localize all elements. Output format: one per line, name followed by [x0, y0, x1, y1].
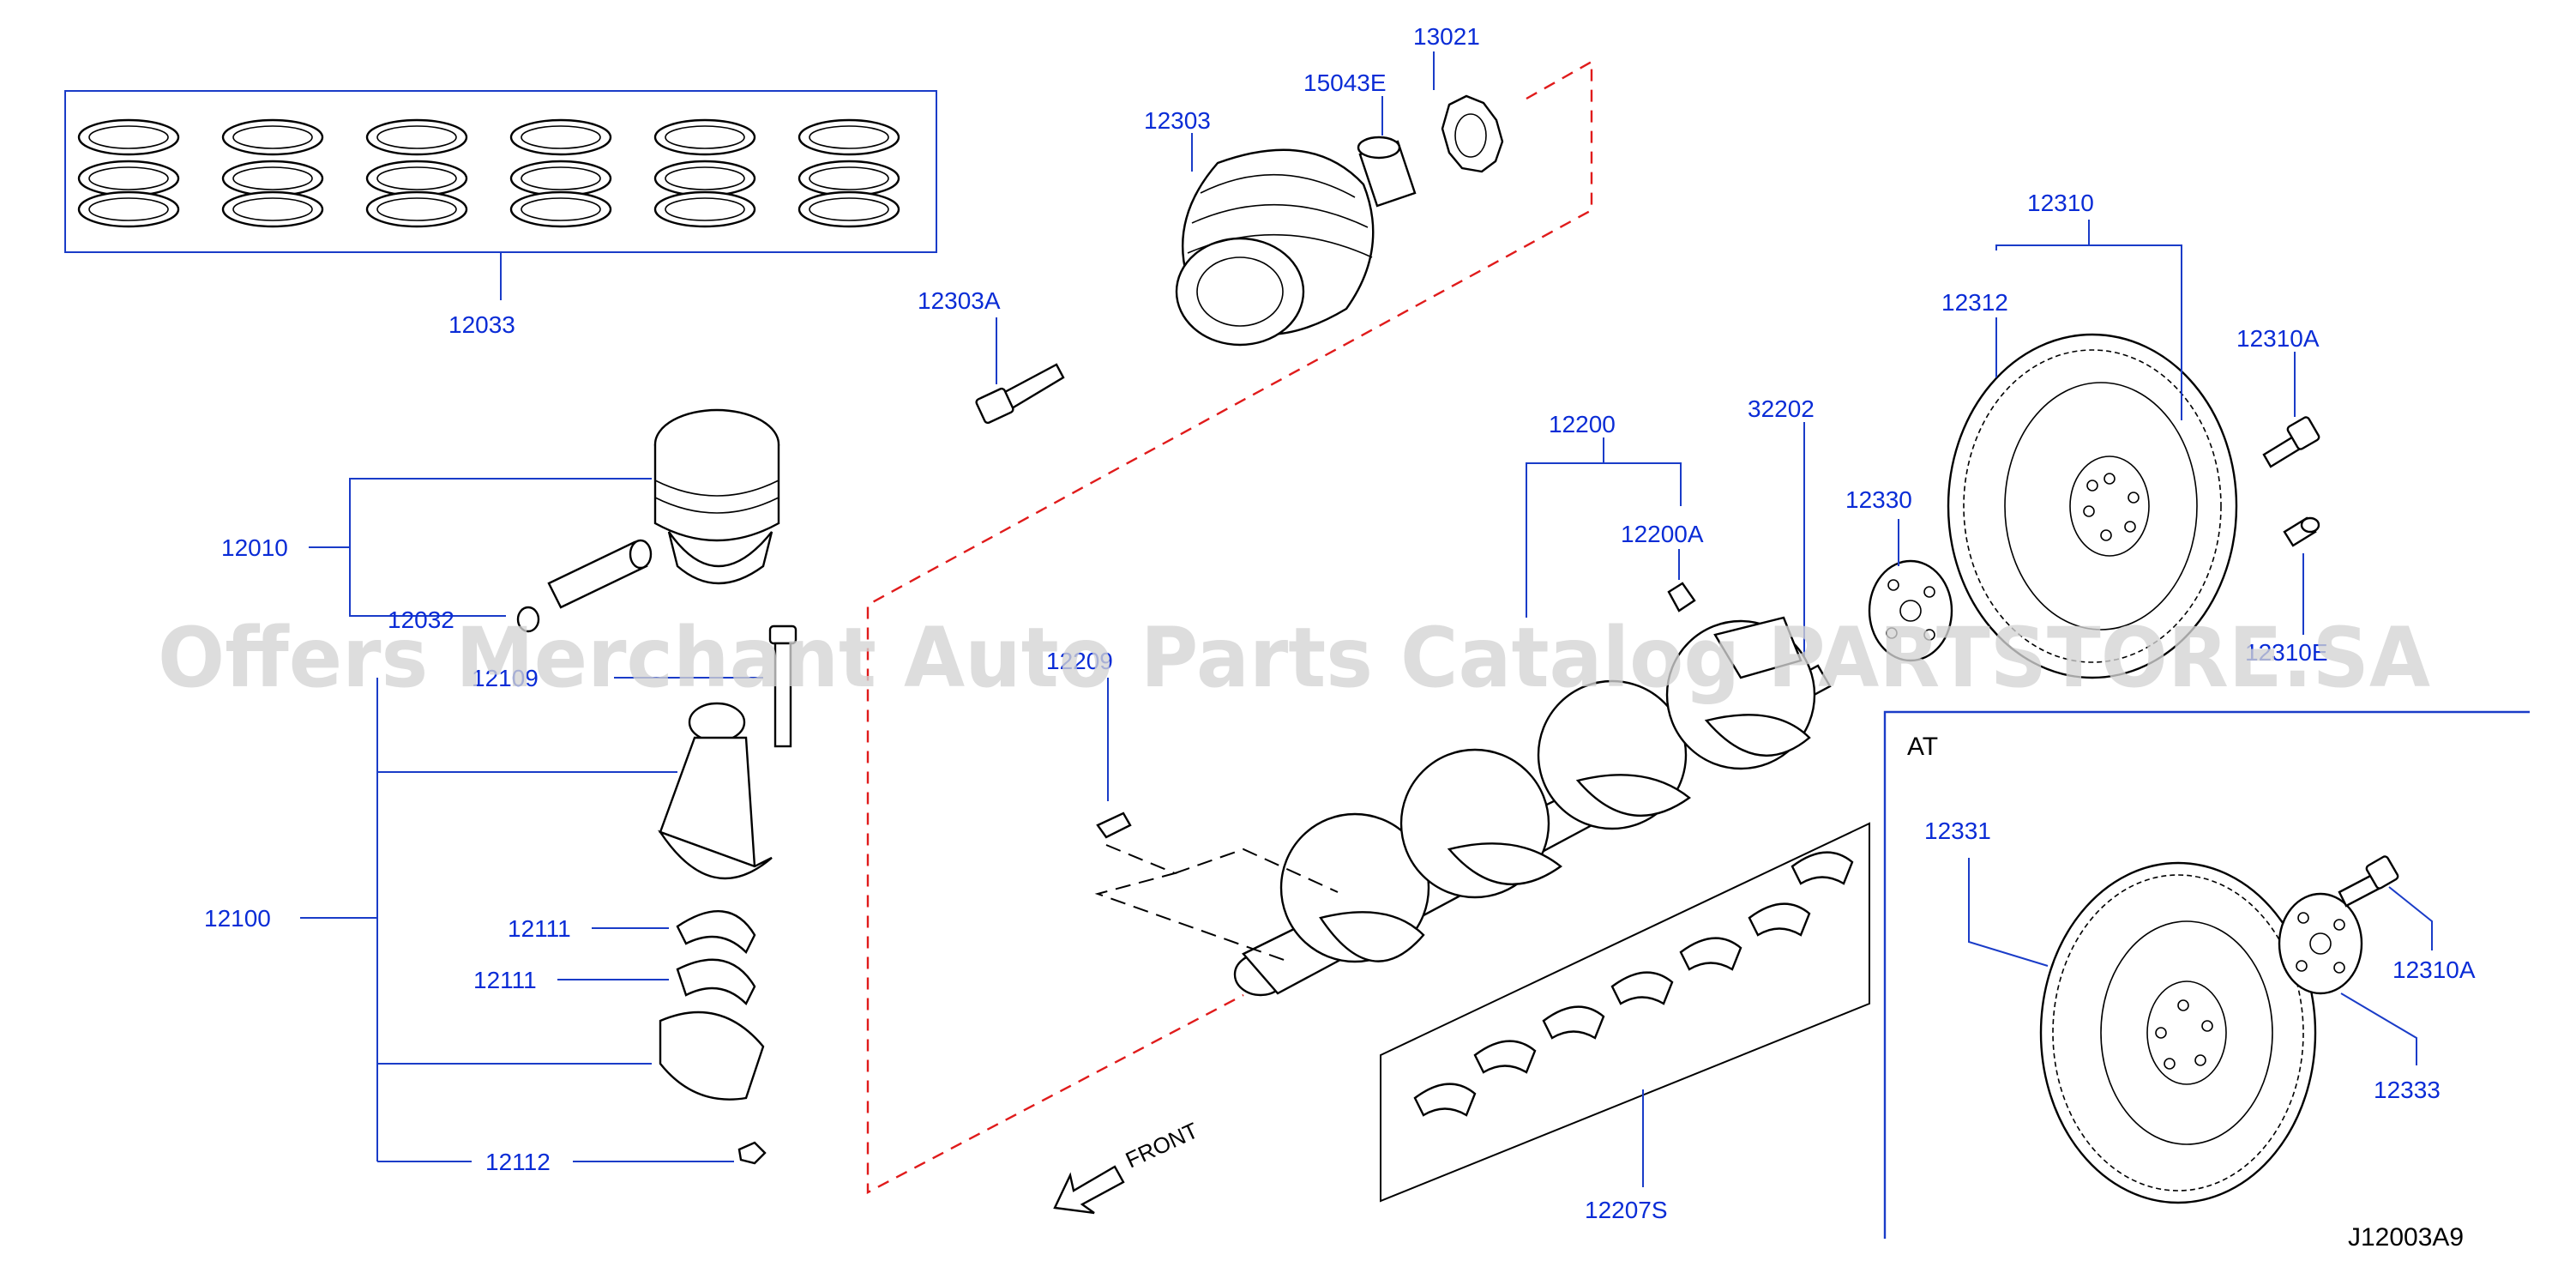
rod-nut-12112[interactable]	[737, 1141, 767, 1165]
callout-12310[interactable]: 12310	[2027, 190, 2094, 216]
callout-12312[interactable]: 12312	[1941, 289, 2008, 316]
reinforcement-plate-12333[interactable]	[2278, 892, 2363, 995]
main-bearing-set-12207S[interactable]	[1380, 822, 1870, 1203]
callout-12111-upper[interactable]: 12111	[508, 915, 571, 942]
drive-plate-bolt-12310A[interactable]	[2338, 855, 2399, 908]
pulley-bolt-12303A[interactable]	[975, 363, 1065, 425]
rod-bearing-12111-lower[interactable]	[676, 958, 756, 1006]
front-label: FRONT	[1122, 1117, 1202, 1173]
callout-12310E[interactable]: 12310E	[2245, 639, 2328, 666]
crank-pulley-12303[interactable]	[1175, 148, 1375, 347]
callout-12112[interactable]: 12112	[485, 1149, 551, 1175]
rod-bearing-12111-upper[interactable]	[676, 910, 756, 955]
piston-12010[interactable]	[653, 408, 780, 585]
crankshaft-12200[interactable]	[1233, 616, 1816, 997]
plate-12330[interactable]	[1868, 559, 1953, 662]
callout-12200A[interactable]: 12200A	[1621, 521, 1704, 547]
callout-12010[interactable]: 12010	[221, 534, 288, 561]
ring-set-5[interactable]	[653, 118, 756, 228]
rod-cap[interactable]	[659, 1011, 765, 1101]
rod-bolt-12109[interactable]	[768, 624, 797, 748]
drive-plate-12331[interactable]	[2039, 861, 2317, 1204]
flywheel-12310[interactable]	[1947, 333, 2238, 679]
callout-12109[interactable]: 12109	[472, 665, 539, 691]
callout-12330[interactable]: 12330	[1845, 486, 1912, 513]
callout-12100[interactable]: 12100	[204, 905, 271, 932]
connecting-rod-12100[interactable]	[657, 702, 773, 880]
ring-set-1[interactable]	[77, 118, 180, 228]
callout-12303A[interactable]: 12303A	[918, 287, 1001, 314]
callout-15043E[interactable]: 15043E	[1303, 69, 1387, 96]
sprocket-13021[interactable]	[1441, 94, 1504, 173]
section-boundary-line	[866, 59, 1593, 1194]
watermark: Offers Merchant Auto Parts Catalog PARTS…	[158, 610, 2430, 706]
callout-12111-lower[interactable]: 12111	[473, 967, 537, 993]
callout-12209[interactable]: 12209	[1046, 648, 1113, 674]
front-arrow-icon	[1053, 1165, 1125, 1215]
ring-set-4[interactable]	[509, 118, 612, 228]
callout-12207S[interactable]: 12207S	[1585, 1197, 1668, 1223]
callout-12200[interactable]: 12200	[1549, 411, 1616, 437]
callout-12310A-bottom[interactable]: 12310A	[2392, 956, 2476, 983]
callout-13021[interactable]: 13021	[1413, 23, 1480, 50]
ring-set-6[interactable]	[797, 118, 900, 228]
callout-12032[interactable]: 12032	[388, 606, 454, 633]
at-label: AT	[1907, 733, 1938, 761]
callout-12333[interactable]: 12333	[2374, 1077, 2441, 1103]
ring-set-3[interactable]	[365, 118, 468, 228]
ring-set-2[interactable]	[221, 118, 324, 228]
key-12209[interactable]	[1096, 811, 1132, 839]
dowel-12310E[interactable]	[2283, 516, 2320, 547]
callout-12331[interactable]: 12331	[1924, 817, 1991, 844]
diagram-code: J12003A9	[2348, 1223, 2464, 1252]
at-section-border	[1883, 710, 2530, 1239]
callout-12303[interactable]: 12303	[1144, 107, 1211, 134]
piston-ring-sets: 12033	[64, 90, 937, 338]
flywheel-bolt-12310A[interactable]	[2262, 416, 2320, 468]
plug-12200A[interactable]	[1667, 582, 1696, 612]
spacer-15043E[interactable]	[1357, 136, 1417, 208]
piston-pin-12032[interactable]	[516, 539, 653, 633]
callout-12310A-top[interactable]: 12310A	[2236, 325, 2320, 352]
callout-32202[interactable]: 32202	[1748, 395, 1815, 422]
callout-12033[interactable]: 12033	[448, 311, 515, 338]
